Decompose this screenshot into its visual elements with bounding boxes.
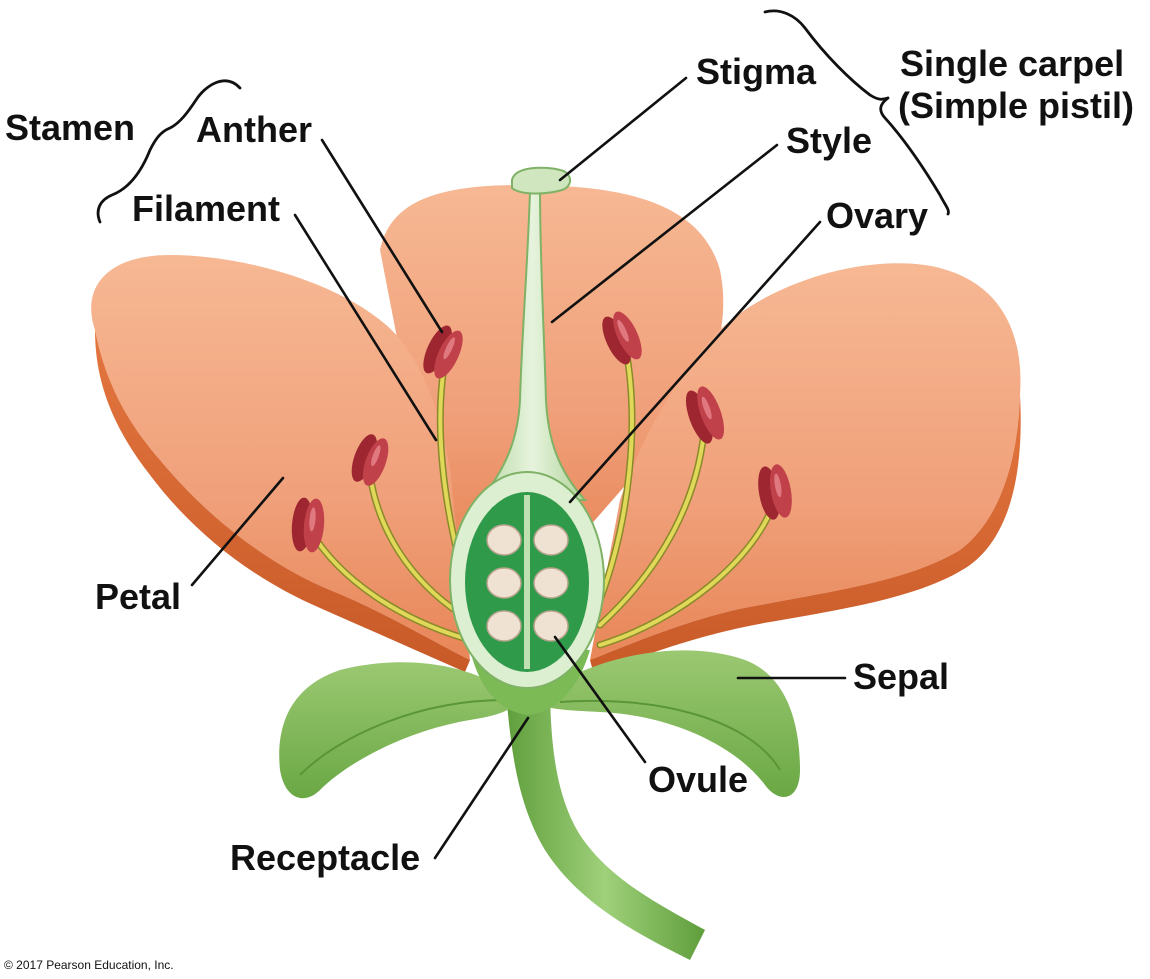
label-filament: Filament <box>132 188 280 229</box>
petal-left <box>91 255 470 672</box>
ovules <box>486 524 569 642</box>
stamen-brace <box>96 79 242 224</box>
anther-leader <box>320 138 444 334</box>
label-petal: Petal <box>95 576 181 617</box>
stigma-leader <box>558 76 688 182</box>
label-style: Style <box>786 120 872 161</box>
label-receptacle: Receptacle <box>230 837 420 878</box>
stamens <box>306 341 779 649</box>
label-carpel-line1: Single carpel <box>900 43 1124 84</box>
label-carpel-line2: (Simple pistil) <box>898 85 1134 126</box>
sepal-right <box>530 650 800 797</box>
label-stamen: Stamen <box>5 107 135 148</box>
ovary-leader <box>568 220 822 504</box>
copyright-credit: © 2017 Pearson Education, Inc. <box>4 958 174 972</box>
filament-leader <box>293 213 438 442</box>
anthers <box>291 311 792 553</box>
label-stigma: Stigma <box>696 51 817 92</box>
label-ovary: Ovary <box>826 195 928 236</box>
style <box>477 189 588 501</box>
leader-lines <box>190 76 847 860</box>
carpel-brace <box>763 9 950 216</box>
ovary <box>449 471 605 689</box>
sepal-left <box>279 662 520 799</box>
receptacle-leader <box>433 716 530 860</box>
label-anther: Anther <box>196 109 312 150</box>
stigma <box>511 166 571 195</box>
petal-right <box>590 263 1021 675</box>
label-ovule: Ovule <box>648 759 748 800</box>
label-sepal: Sepal <box>853 656 949 697</box>
petal-leader <box>190 476 285 587</box>
style-leader <box>550 143 779 324</box>
ovule-leader <box>553 635 647 764</box>
